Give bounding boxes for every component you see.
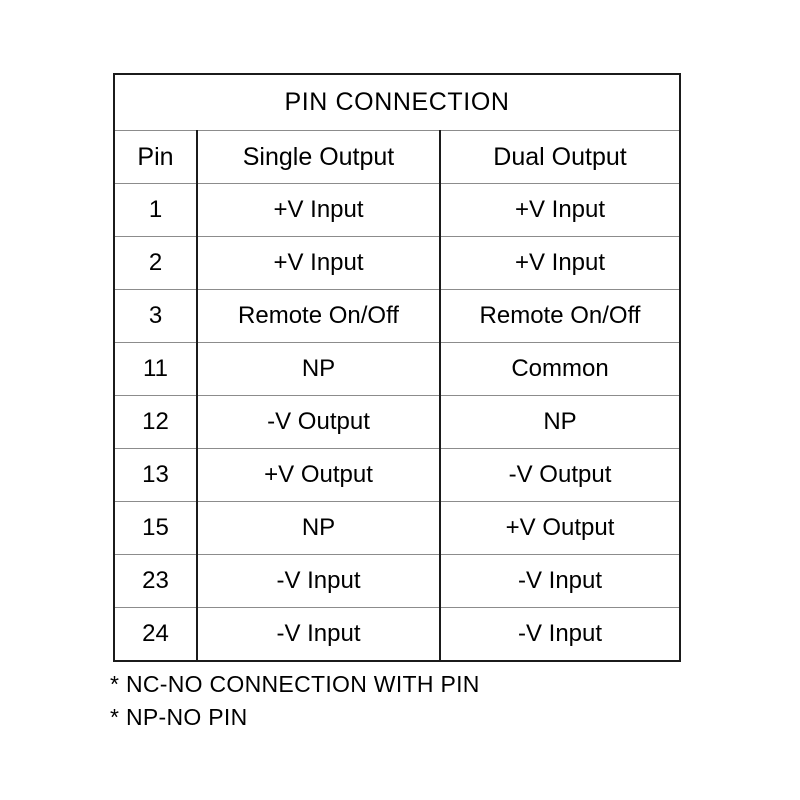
cell-single: -V Input bbox=[197, 607, 441, 662]
cell-pin: 11 bbox=[114, 342, 198, 396]
cell-pin: 12 bbox=[114, 395, 198, 449]
cell-single: +V Input bbox=[197, 236, 441, 290]
cell-dual: NP bbox=[440, 395, 681, 449]
cell-pin: 2 bbox=[114, 236, 198, 290]
cell-single: -V Output bbox=[197, 395, 441, 449]
table-row: 2 +V Input +V Input bbox=[114, 236, 681, 290]
table-row: 13 +V Output -V Output bbox=[114, 448, 681, 502]
table-header-row: Pin Single Output Dual Output bbox=[114, 130, 681, 184]
cell-single: +V Input bbox=[197, 183, 441, 237]
cell-pin: 23 bbox=[114, 554, 198, 608]
table-title: PIN CONNECTION bbox=[114, 73, 681, 131]
table-row: 15 NP +V Output bbox=[114, 501, 681, 555]
cell-single: -V Input bbox=[197, 554, 441, 608]
column-header-single-output: Single Output bbox=[197, 130, 441, 184]
cell-single: NP bbox=[197, 501, 441, 555]
cell-dual: Common bbox=[440, 342, 681, 396]
cell-single: Remote On/Off bbox=[197, 289, 441, 343]
cell-dual: Remote On/Off bbox=[440, 289, 681, 343]
cell-dual: -V Input bbox=[440, 607, 681, 662]
cell-dual: +V Input bbox=[440, 183, 681, 237]
table-row: 24 -V Input -V Input bbox=[114, 607, 681, 662]
table-row: 3 Remote On/Off Remote On/Off bbox=[114, 289, 681, 343]
cell-pin: 24 bbox=[114, 607, 198, 662]
column-header-pin: Pin bbox=[114, 130, 198, 184]
table-row: 23 -V Input -V Input bbox=[114, 554, 681, 608]
table-title-row: PIN CONNECTION bbox=[114, 73, 681, 131]
table-row: 12 -V Output NP bbox=[114, 395, 681, 449]
footnote-nc: * NC-NO CONNECTION WITH PIN bbox=[110, 671, 480, 697]
cell-single: +V Output bbox=[197, 448, 441, 502]
table-row: 1 +V Input +V Input bbox=[114, 183, 681, 237]
cell-dual: -V Output bbox=[440, 448, 681, 502]
pin-connection-table: PIN CONNECTION Pin Single Output Dual Ou… bbox=[113, 73, 682, 662]
cell-pin: 1 bbox=[114, 183, 198, 237]
cell-dual: +V Input bbox=[440, 236, 681, 290]
cell-dual: -V Input bbox=[440, 554, 681, 608]
column-header-dual-output: Dual Output bbox=[440, 130, 681, 184]
cell-pin: 3 bbox=[114, 289, 198, 343]
cell-pin: 13 bbox=[114, 448, 198, 502]
table-body: PIN CONNECTION Pin Single Output Dual Ou… bbox=[114, 73, 681, 662]
footnote-np: * NP-NO PIN bbox=[110, 704, 248, 730]
cell-pin: 15 bbox=[114, 501, 198, 555]
footnotes: * NC-NO CONNECTION WITH PIN * NP-NO PIN bbox=[110, 668, 730, 734]
cell-dual: +V Output bbox=[440, 501, 681, 555]
cell-single: NP bbox=[197, 342, 441, 396]
table-row: 11 NP Common bbox=[114, 342, 681, 396]
